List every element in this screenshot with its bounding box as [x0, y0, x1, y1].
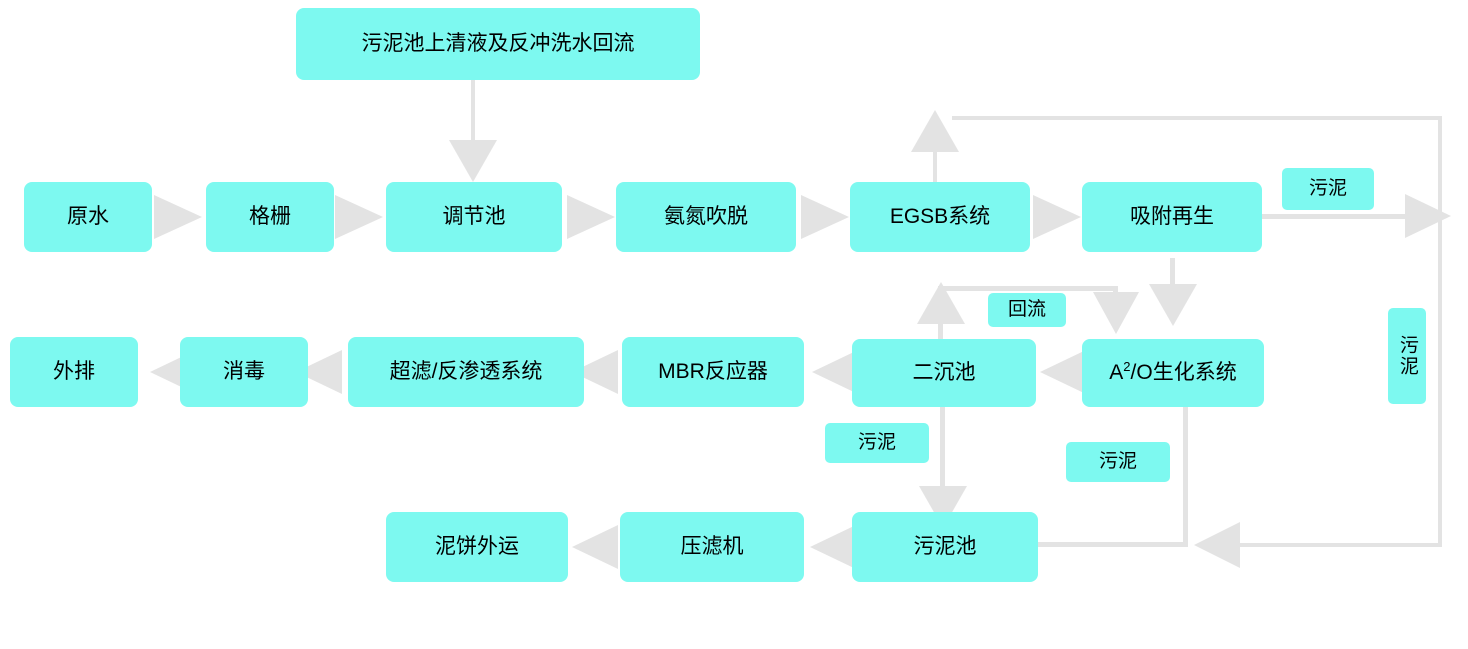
connector-ao-sludge-left	[1036, 542, 1188, 547]
label-reflux: 回流	[988, 293, 1066, 327]
node-adsorption-regeneration[interactable]: 吸附再生	[1082, 182, 1262, 252]
node-sludge-pool[interactable]: 污泥池	[852, 512, 1038, 582]
ao-superscript: 2	[1123, 358, 1131, 374]
connector-return-top-rail	[952, 116, 1442, 120]
node-label: 格栅	[249, 204, 291, 228]
node-label: 污泥	[1396, 335, 1418, 377]
node-regulating-tank[interactable]: 调节池	[386, 182, 562, 252]
arrowhead-right-ammonia	[567, 195, 615, 239]
node-label: 外排	[53, 359, 95, 383]
node-label: 污泥池上清液及反冲洗水回流	[361, 31, 635, 55]
arrowhead-right-egsb	[801, 195, 849, 239]
arrowhead-right-regulating	[335, 195, 383, 239]
connector-reflux-up-stem	[938, 310, 943, 344]
node-discharge[interactable]: 外排	[10, 337, 138, 407]
node-label: 消毒	[223, 359, 265, 383]
arrowhead-down-reflux	[1093, 292, 1139, 334]
node-label: 泥饼外运	[435, 534, 519, 558]
arrowhead-left-secondary	[1040, 350, 1086, 394]
node-label: 原水	[67, 204, 109, 228]
connector-return-bottom-rail	[1230, 543, 1440, 547]
connector-reflux-rail	[938, 286, 1118, 291]
node-ao-biochemical-system[interactable]: A2/O生化系统	[1082, 339, 1264, 407]
arrowhead-left-disinfect	[296, 350, 342, 394]
node-secondary-clarifier[interactable]: 二沉池	[852, 339, 1036, 407]
arrowhead-right-grille	[154, 195, 202, 239]
connector-secondary-to-sludgepool	[940, 405, 945, 493]
arrowhead-left-cakeout	[572, 525, 618, 569]
node-recycle-top[interactable]: 污泥池上清液及反冲洗水回流	[296, 8, 700, 80]
arrowhead-down-ao	[1149, 284, 1197, 326]
node-label: 污泥	[1098, 451, 1137, 473]
ao-prefix: A	[1109, 360, 1124, 384]
node-label: 调节池	[442, 204, 506, 228]
arrowhead-left-ufro	[572, 350, 618, 394]
label-sludge-adsorption: 污泥	[1282, 168, 1374, 210]
node-uf-ro-system[interactable]: 超滤/反渗透系统	[348, 337, 584, 407]
node-label: 吸附再生	[1130, 204, 1214, 228]
arrowhead-left-filterpress	[810, 525, 856, 569]
arrowhead-right-sludge-out	[1405, 194, 1451, 238]
arrowhead-up-egsb	[911, 110, 959, 152]
node-filter-press[interactable]: 压滤机	[620, 512, 804, 582]
node-grille[interactable]: 格栅	[206, 182, 334, 252]
node-label: 污泥	[1308, 178, 1347, 200]
arrowhead-left-sludgepool-inflow	[1194, 522, 1240, 568]
connector-reflux-down-stem	[1113, 286, 1118, 296]
node-ammonia-stripping[interactable]: 氨氮吹脱	[616, 182, 796, 252]
connector-ao-sludge-down	[1183, 405, 1188, 547]
node-egsb-system[interactable]: EGSB系统	[850, 182, 1030, 252]
arrowhead-left-mbr	[812, 350, 858, 394]
node-label: 回流	[1007, 299, 1046, 321]
ao-suffix: /O生化系统	[1130, 360, 1237, 384]
arrowhead-up-secondary-reflux	[917, 282, 965, 324]
connector-adsorption-to-ao	[1170, 258, 1175, 288]
node-label: 二沉池	[912, 360, 976, 384]
node-label: 污泥	[857, 432, 896, 454]
connector-adsorption-sludge-out	[1262, 214, 1410, 219]
node-cake-transport[interactable]: 泥饼外运	[386, 512, 568, 582]
connector-return-right-rail	[1438, 116, 1442, 547]
connector-egsb-inflow-stem	[933, 140, 937, 182]
label-sludge-ao: 污泥	[1066, 442, 1170, 482]
arrowhead-down-sludgepool	[919, 486, 967, 528]
node-label: MBR反应器	[658, 359, 768, 383]
node-label: 污泥池	[913, 534, 977, 558]
label-sludge-secondary: 污泥	[825, 423, 929, 463]
node-label: EGSB系统	[889, 204, 991, 228]
node-label: 氨氮吹脱	[664, 204, 748, 228]
node-disinfection[interactable]: 消毒	[180, 337, 308, 407]
node-label-composite: A2/O生化系统	[1109, 360, 1236, 386]
arrowhead-right-adsorption	[1033, 195, 1081, 239]
node-label: 超滤/反渗透系统	[389, 359, 543, 383]
connector-recycle-to-regulating	[471, 80, 475, 145]
node-mbr-reactor[interactable]: MBR反应器	[622, 337, 804, 407]
node-label: 压滤机	[680, 534, 744, 558]
label-sludge-right-rail: 污泥	[1388, 308, 1426, 404]
node-raw-water[interactable]: 原水	[24, 182, 152, 252]
arrowhead-down-regulating	[449, 140, 497, 182]
